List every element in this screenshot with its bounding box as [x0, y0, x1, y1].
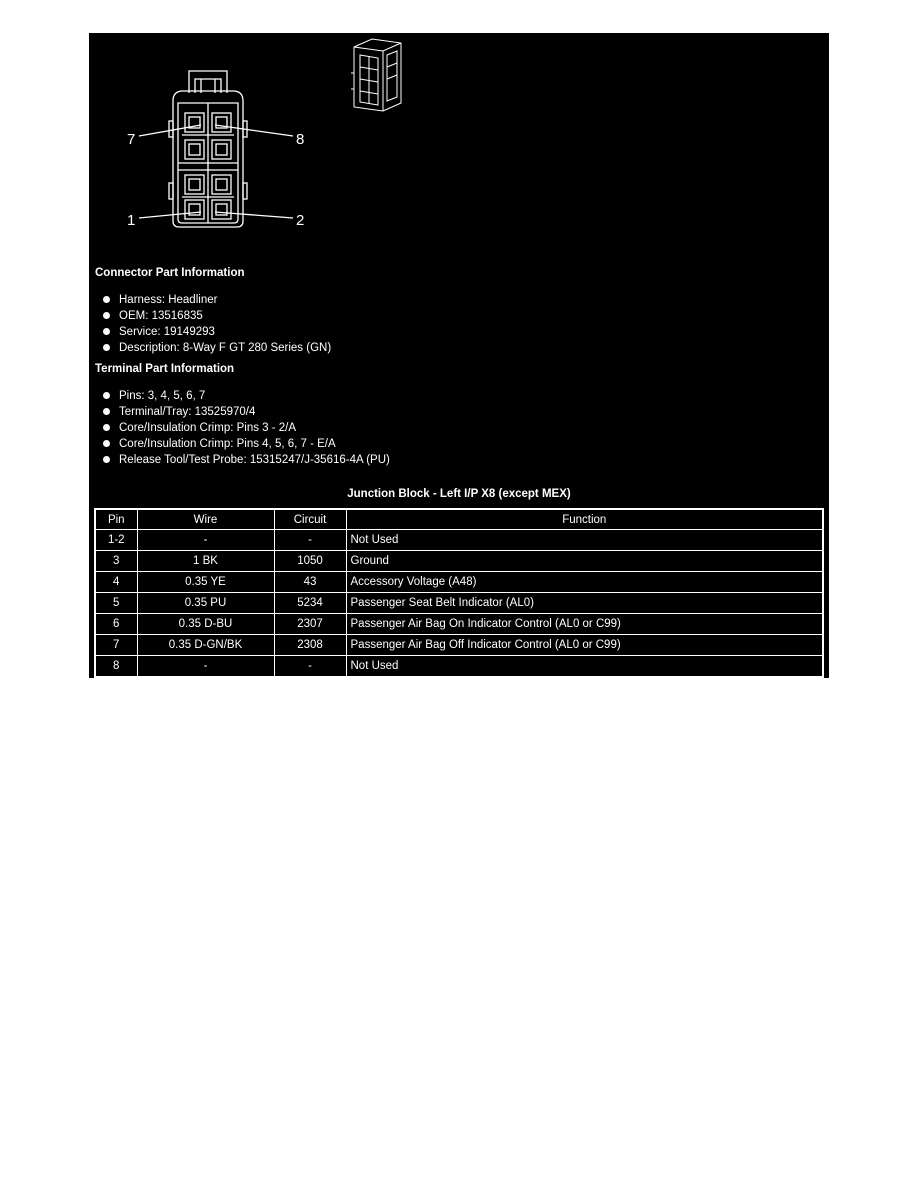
cell-pin: 1-2: [94, 529, 138, 551]
cell-circuit: 1050: [273, 550, 347, 572]
connector-part-info-list: Harness: Headliner OEM: 13516835 Service…: [102, 292, 331, 356]
cell-function: Passenger Air Bag Off Indicator Control …: [345, 634, 824, 656]
cell-pin: 8: [94, 655, 138, 678]
cell-function: Passenger Air Bag On Indicator Control (…: [345, 613, 824, 635]
header-pin: Pin: [94, 508, 138, 530]
list-item: Harness: Headliner: [102, 292, 331, 308]
cell-wire: -: [136, 655, 275, 678]
cell-function: Passenger Seat Belt Indicator (AL0): [345, 592, 824, 614]
cell-pin: 3: [94, 550, 138, 572]
list-item: Terminal/Tray: 13525970/4: [102, 404, 390, 420]
terminal-part-info-heading: Terminal Part Information: [95, 363, 235, 375]
cell-function: Accessory Voltage (A48): [345, 571, 824, 593]
bullet-icon: [103, 328, 110, 335]
table-row: 8 - - Not Used: [94, 655, 824, 678]
cell-circuit: -: [273, 655, 347, 678]
cell-wire: 0.35 PU: [136, 592, 275, 614]
table-row: 3 1 BK 1050 Ground: [94, 550, 824, 572]
cell-function: Not Used: [345, 529, 824, 551]
table-row: 7 0.35 D-GN/BK 2308 Passenger Air Bag Of…: [94, 634, 824, 656]
cell-pin: 6: [94, 613, 138, 635]
cell-circuit: 2308: [273, 634, 347, 656]
cell-circuit: 5234: [273, 592, 347, 614]
table-row: 6 0.35 D-BU 2307 Passenger Air Bag On In…: [94, 613, 824, 635]
list-item: Service: 19149293: [102, 324, 331, 340]
bullet-icon: [103, 312, 110, 319]
table-title: Junction Block - Left I/P X8 (except MEX…: [347, 488, 571, 500]
cell-circuit: -: [273, 529, 347, 551]
list-item: Release Tool/Test Probe: 15315247/J-3561…: [102, 452, 390, 468]
list-item: Core/Insulation Crimp: Pins 3 - 2/A: [102, 420, 390, 436]
cell-pin: 5: [94, 592, 138, 614]
bullet-icon: [103, 456, 110, 463]
list-item: Pins: 3, 4, 5, 6, 7: [102, 388, 390, 404]
header-function: Function: [345, 508, 824, 530]
terminal-part-info-list: Pins: 3, 4, 5, 6, 7 Terminal/Tray: 13525…: [102, 388, 390, 468]
bullet-icon: [103, 440, 110, 447]
cell-wire: 0.35 D-BU: [136, 613, 275, 635]
cell-wire: 1 BK: [136, 550, 275, 572]
header-wire: Wire: [136, 508, 275, 530]
bullet-icon: [103, 296, 110, 303]
header-circuit: Circuit: [273, 508, 347, 530]
cell-function: Ground: [345, 550, 824, 572]
cell-wire: -: [136, 529, 275, 551]
pin-label-8: 8: [296, 131, 304, 148]
bullet-icon: [103, 408, 110, 415]
bullet-icon: [103, 424, 110, 431]
cell-function: Not Used: [345, 655, 824, 678]
bullet-icon: [103, 344, 110, 351]
pin-label-7: 7: [127, 131, 135, 148]
cell-wire: 0.35 D-GN/BK: [136, 634, 275, 656]
cell-pin: 7: [94, 634, 138, 656]
bullet-icon: [103, 392, 110, 399]
cell-pin: 4: [94, 571, 138, 593]
table-header-row: Pin Wire Circuit Function: [94, 508, 824, 530]
list-item: OEM: 13516835: [102, 308, 331, 324]
connector-3d-thumbnail: [351, 38, 402, 112]
connector-info-panel: 7 8 1 2 Connector Part Information Harne…: [89, 33, 829, 678]
cell-circuit: 43: [273, 571, 347, 593]
pin-label-1: 1: [127, 212, 135, 229]
table-row: 1-2 - - Not Used: [94, 529, 824, 551]
cell-circuit: 2307: [273, 613, 347, 635]
list-item: Core/Insulation Crimp: Pins 4, 5, 6, 7 -…: [102, 436, 390, 452]
list-item: Description: 8-Way F GT 280 Series (GN): [102, 340, 331, 356]
pin-label-2: 2: [296, 212, 304, 229]
connector-part-info-heading: Connector Part Information: [95, 267, 245, 279]
connector-face-diagram: 7 8 1 2: [127, 38, 402, 229]
cell-wire: 0.35 YE: [136, 571, 275, 593]
table-row: 5 0.35 PU 5234 Passenger Seat Belt Indic…: [94, 592, 824, 614]
pinout-table: Pin Wire Circuit Function 1-2 - - Not Us…: [94, 508, 824, 678]
table-row: 4 0.35 YE 43 Accessory Voltage (A48): [94, 571, 824, 593]
